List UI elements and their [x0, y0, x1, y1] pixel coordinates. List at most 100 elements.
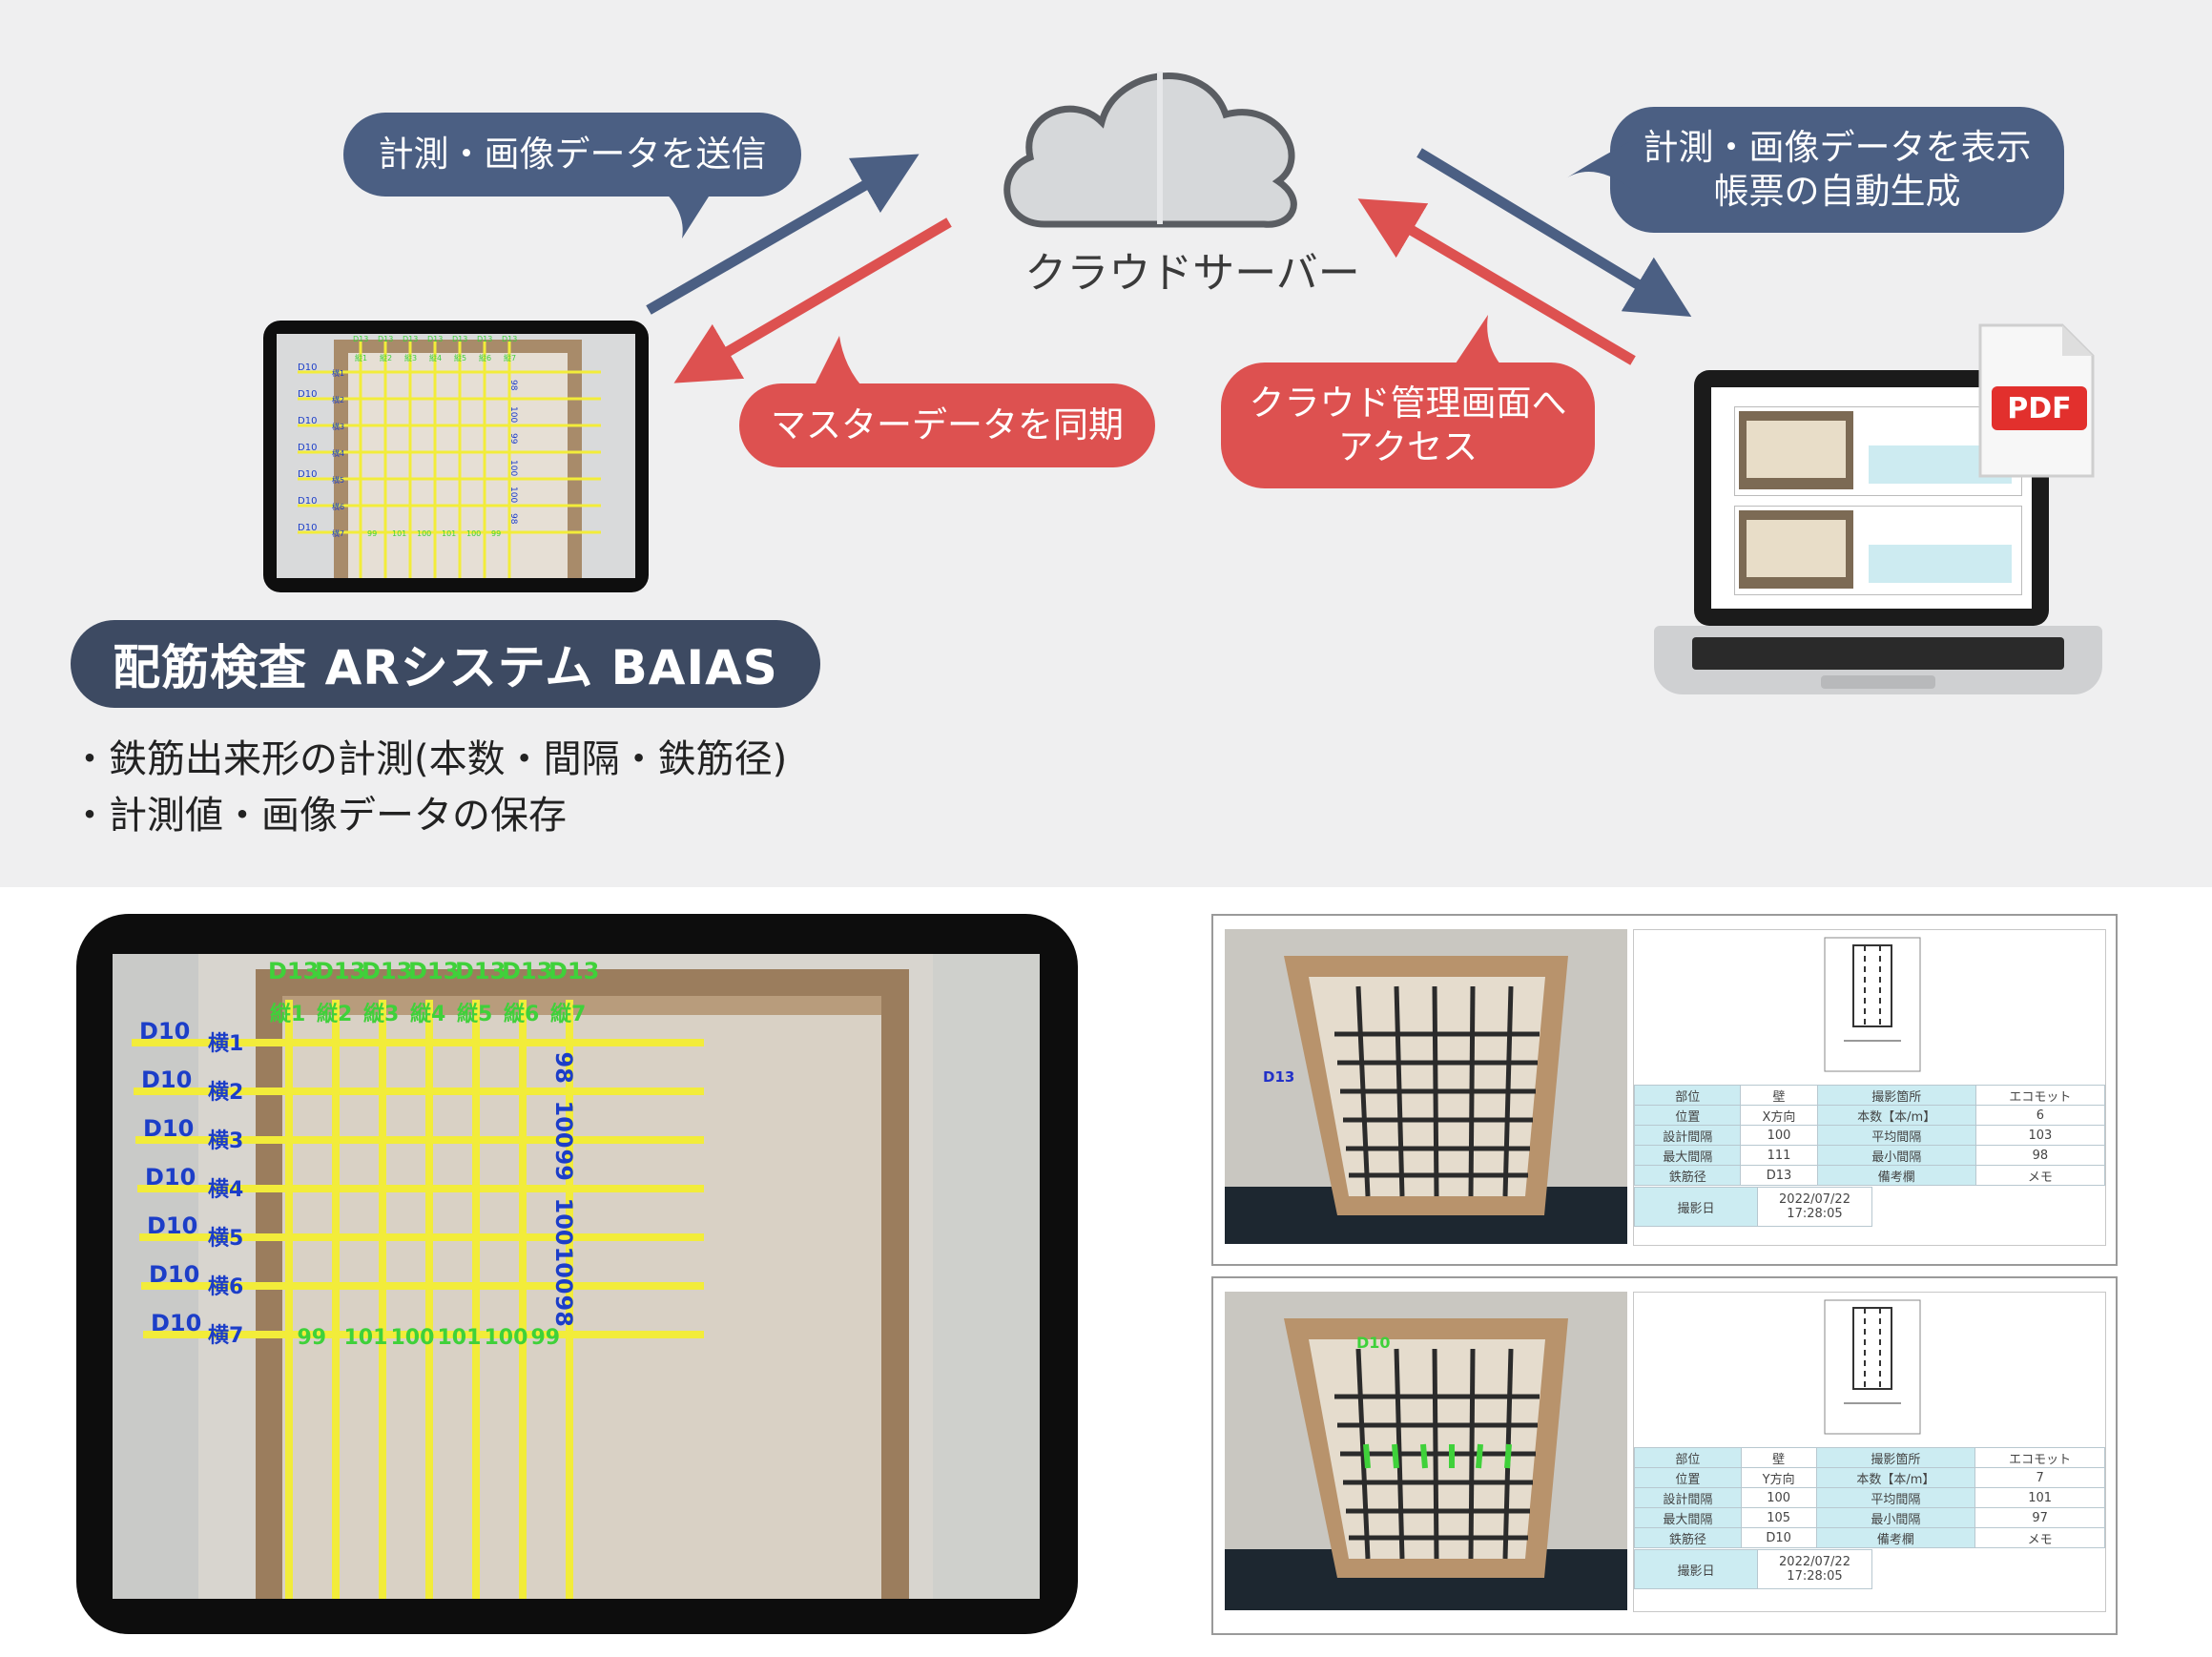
small-vertical-name: 縦1 [355, 353, 367, 362]
report-table-cell: X方向 [1740, 1105, 1818, 1126]
small-horizontal-bar-label: D10 [298, 496, 317, 507]
report-table-cell: 壁 [1740, 1447, 1817, 1468]
feature-bullet-1: ・鉄筋出来形の計測(本数・間隔・鉄筋径) [71, 737, 788, 781]
small-vertical-bar-label: D13 [427, 335, 443, 343]
report-table-cell: 撮影箇所 [1816, 1085, 1976, 1106]
small-horizontal-bar-label: D10 [298, 362, 317, 373]
report-table-cell: Y方向 [1740, 1467, 1817, 1488]
arrow-sync [673, 217, 952, 383]
report-table-cell: 7 [1974, 1467, 2105, 1488]
report-table-cell: 設計間隔 [1634, 1487, 1742, 1508]
small-vertical-bar-label: D13 [477, 335, 492, 343]
ar-vertical-name: 縦1 [270, 1003, 305, 1026]
ar-vertical-bar-label: D13 [315, 958, 365, 984]
ar-vertical-spacing: 100 [550, 1247, 577, 1295]
bubble-sync: マスターデータを同期 [739, 383, 1155, 467]
ar-vertical-name: 縦2 [317, 1003, 352, 1026]
report-1-photo [1225, 929, 1627, 1244]
small-horizontal-bar-label: D10 [298, 523, 317, 533]
arrow-access [1357, 198, 1636, 365]
small-horizontal-name: 横3 [332, 422, 344, 431]
ar-vertical-name: 縦6 [504, 1003, 539, 1026]
report-table-cell: 100 [1740, 1125, 1818, 1146]
report-table-cell: 103 [1974, 1125, 2106, 1146]
small-vertical-bar-label: D13 [452, 335, 467, 343]
small-vertical-spacing: 100 [508, 487, 518, 503]
report-table-cell: 105 [1740, 1507, 1817, 1528]
report-table-row: 部位壁撮影箇所エコモット [1633, 1085, 2106, 1106]
ar-horizontal-bar-label: D10 [147, 1212, 197, 1239]
small-vertical-bar-label: D13 [353, 335, 368, 343]
ar-vertical-bar-label: D13 [548, 958, 599, 984]
feature-bullet-2: ・計測値・画像データの保存 [71, 794, 567, 838]
ar-vertical-name: 縦7 [550, 1003, 586, 1026]
ar-vertical-spacing: 99 [550, 1150, 577, 1181]
arrow-display [1416, 148, 1692, 318]
ar-vertical-name: 縦3 [363, 1003, 399, 1026]
small-vertical-name: 縦5 [454, 353, 466, 362]
ar-vertical-bar-label: D13 [408, 958, 459, 984]
bubble-display-line2: 帳票の自動生成 [1713, 171, 1961, 212]
report-1-time: 17:28:05 [1787, 1207, 1843, 1221]
small-vertical-name: 縦3 [404, 353, 417, 362]
report-table-cell: メモ [1974, 1165, 2106, 1186]
bubble-sync-text: マスターデータを同期 [771, 404, 1124, 445]
small-vertical-spacing: 100 [508, 406, 518, 423]
report-table-cell: 壁 [1740, 1085, 1818, 1106]
small-horizontal-spacing: 101 [442, 529, 456, 538]
small-vertical-name: 縦2 [380, 353, 392, 362]
small-horizontal-name: 横1 [332, 368, 344, 378]
report-table-cell: 最小間隔 [1816, 1145, 1976, 1166]
pdf-label: PDF [2007, 391, 2072, 425]
report-table-cell: 最大間隔 [1633, 1145, 1742, 1166]
ar-vertical-spacing: 98 [550, 1052, 577, 1084]
report-1-date: 2022/07/22 [1779, 1192, 1850, 1207]
ar-horizontal-spacing: 100 [391, 1326, 435, 1350]
small-vertical-spacing: 98 [508, 513, 518, 525]
ar-horizontal-name: 横2 [208, 1081, 243, 1105]
bubble-sync-tail [811, 336, 868, 393]
bubble-display-line1: 計測・画像データを表示 [1643, 127, 2032, 168]
report-2-photo-label: D10 [1356, 1334, 1391, 1352]
ar-horizontal-bar-label: D10 [151, 1310, 201, 1336]
small-vertical-spacing: 98 [508, 380, 518, 391]
small-horizontal-bar-label: D10 [298, 443, 317, 453]
ar-vertical-bar-label: D13 [502, 958, 552, 984]
ar-vertical-bar-label: D13 [362, 958, 412, 984]
small-vertical-name: 縦7 [504, 353, 516, 362]
flow-arrows [646, 148, 1692, 383]
ar-vertical-name: 縦4 [410, 1003, 445, 1026]
report-1-photo-grid [1334, 985, 1540, 1197]
report-table-cell: 97 [1974, 1507, 2105, 1528]
bubble-access-line2: アクセス [1337, 426, 1478, 467]
report-table-cell: エコモット [1974, 1085, 2106, 1106]
system-title: 配筋検査 ARシステム BAIAS [71, 620, 820, 708]
small-vertical-spacing: 99 [508, 433, 518, 445]
report-table-cell: 鉄筋径 [1633, 1165, 1742, 1186]
small-horizontal-name: 横7 [332, 528, 344, 538]
report-table-cell: 撮影箇所 [1815, 1447, 1976, 1468]
report-table-cell: エコモット [1974, 1447, 2105, 1468]
ar-horizontal-bar-label: D10 [139, 1018, 190, 1045]
laptop-keyboard [1654, 626, 2102, 694]
small-horizontal-spacing: 100 [417, 529, 431, 538]
small-vertical-bar-label: D13 [378, 335, 393, 343]
report-table-cell: 101 [1974, 1487, 2105, 1508]
report-2-date-label: 撮影日 [1634, 1549, 1758, 1589]
report-table-cell: メモ [1974, 1527, 2105, 1548]
report-table-cell: 98 [1974, 1145, 2106, 1166]
ar-horizontal-name: 横3 [208, 1129, 243, 1153]
ar-horizontal-name: 横1 [208, 1032, 243, 1056]
report-table-cell: 設計間隔 [1633, 1125, 1742, 1146]
report-2-date: 2022/07/22 [1779, 1555, 1850, 1569]
small-vertical-bar-label: D13 [502, 335, 517, 343]
